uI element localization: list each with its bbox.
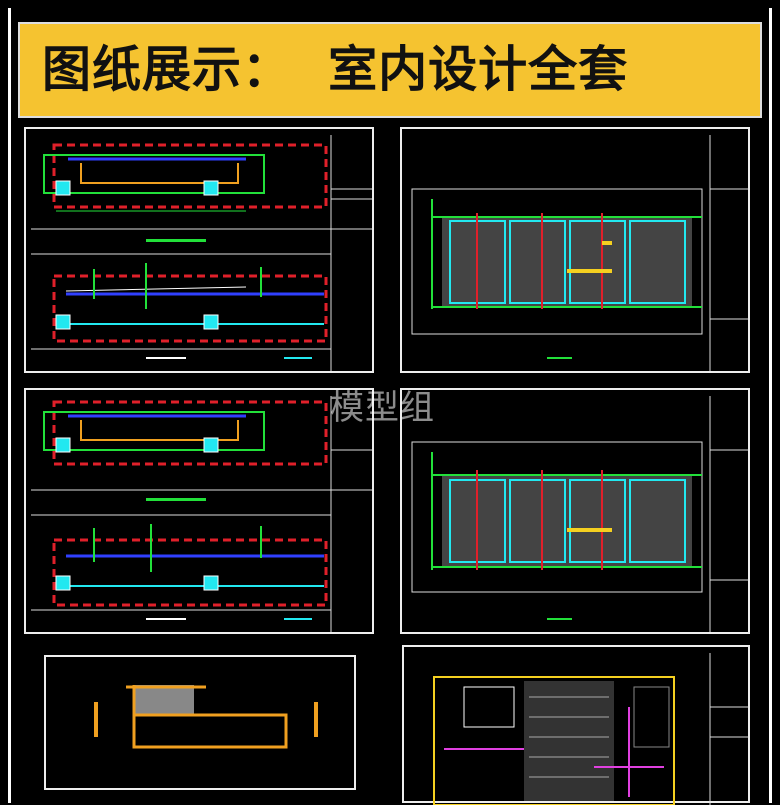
elevation-sheet-2	[24, 388, 374, 634]
outer-frame	[8, 8, 772, 803]
elevation-drawing-2	[31, 396, 372, 632]
watermark-text: 模型组	[330, 388, 435, 428]
elevation-drawing-1	[31, 135, 372, 371]
plan-sheet-2	[400, 388, 750, 634]
detail-sheet	[44, 655, 356, 790]
detail-drawing	[94, 685, 318, 749]
floor-plan-sheet	[402, 645, 750, 805]
elevation-sheet-1	[24, 127, 374, 373]
plan-sheet-1	[400, 127, 750, 373]
plan-drawing-1	[411, 135, 748, 371]
floorplan-drawing	[433, 653, 748, 805]
banner-title: 图纸展示： 室内设计全套	[42, 41, 629, 98]
plan-drawing-2	[411, 396, 748, 632]
title-banner: 图纸展示： 室内设计全套	[18, 22, 762, 118]
